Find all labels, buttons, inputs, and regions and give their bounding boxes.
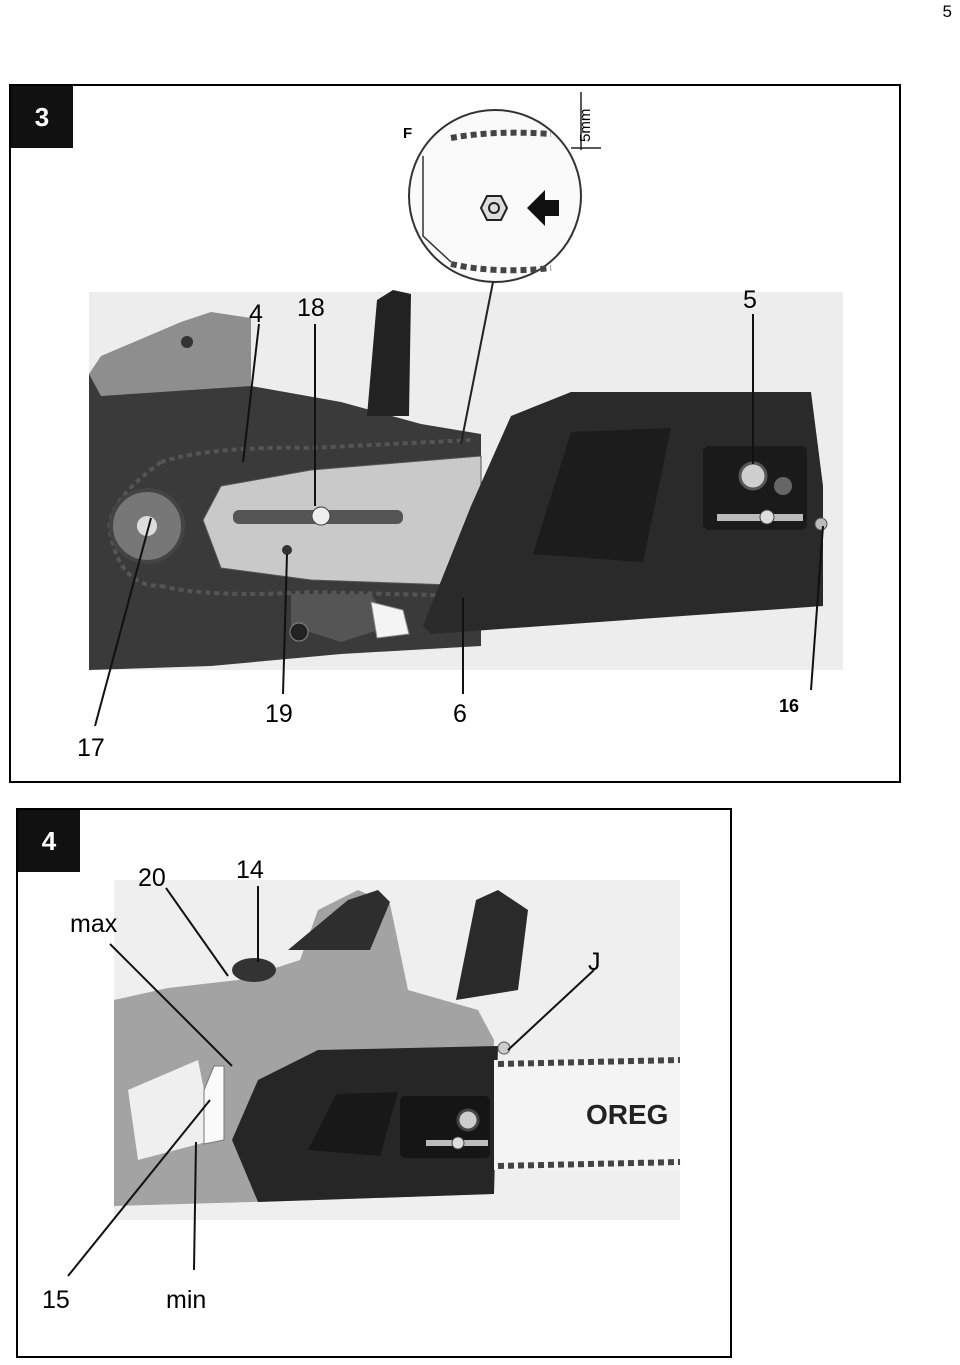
fig4-front-handle (456, 890, 528, 1000)
fig4-chain-tip-marker (497, 1041, 511, 1055)
fig4-tension-screw-head (451, 1136, 465, 1150)
fig4-callout-max: max (70, 910, 118, 938)
fig3-lower-guard (291, 594, 391, 642)
figure-3-badge: 3 (11, 86, 73, 148)
fig3-inset-nut-icon (479, 195, 509, 221)
fig4-chain-top (497, 1057, 681, 1067)
fig4-oil-cap (232, 958, 276, 982)
fig4-bar-brand: OREG (586, 1099, 668, 1130)
fig3-cover-recess (533, 428, 671, 562)
fig4-handle-cutout (128, 1060, 214, 1160)
fig3-inset-arrow-icon (527, 190, 559, 226)
figure-4-panel: OREG 20 14 max J 15 min 4 (16, 808, 732, 1358)
fig3-callout-17: 17 (77, 734, 105, 762)
fig3-tension-screw-head (759, 509, 775, 525)
fig3-callout-4: 4 (249, 300, 263, 328)
fig3-inset-bar-edge (422, 156, 452, 263)
fig3-inset-nut-hole (488, 202, 500, 214)
fig3-bar-hole (282, 545, 292, 555)
fig4-chain-bottom (497, 1159, 681, 1169)
fig4-callout-min: min (166, 1286, 206, 1314)
fig4-cover-recess (308, 1092, 398, 1156)
figure-4-illustration: OREG 20 14 max J 15 min (42, 856, 681, 1314)
fig3-inset-measure: 5mm (577, 109, 594, 142)
fig3-inset-letter: F (403, 125, 412, 142)
fig3-front-handle (367, 290, 411, 416)
fig4-guide-bar (494, 1060, 680, 1170)
fig4-fastening-nut (456, 1108, 480, 1132)
fig3-callout-16: 16 (779, 696, 799, 716)
fig3-inset-measure-line (571, 92, 601, 150)
fig3-callout-18: 18 (297, 294, 325, 322)
fig4-callout-j: J (588, 948, 601, 976)
fig4-callout-leaders (67, 886, 595, 1277)
fig3-saw-housing (89, 312, 251, 396)
fig3-callout-19: 19 (265, 700, 293, 728)
fig3-sprocket-hub (137, 516, 157, 536)
fig3-inset-detail: F 5mm (403, 92, 601, 283)
figure-3-panel: F 5mm 4 18 5 17 19 6 16 3 (9, 84, 901, 783)
figure-4-badge: 4 (18, 810, 80, 872)
fig4-oil-window (203, 1065, 225, 1145)
fig4-callout-14: 14 (236, 856, 264, 884)
fig3-housing-hole (181, 336, 193, 348)
fig4-top-grip (288, 890, 390, 950)
page-number: 5 (942, 2, 952, 21)
fig3-callout-leaders (94, 314, 824, 727)
fig3-tension-pin (311, 506, 331, 526)
fig4-callout-20: 20 (138, 864, 166, 892)
fig4-callout-15: 15 (42, 1286, 70, 1314)
fig3-inset-leader (460, 281, 494, 445)
fig3-nut-washer (774, 477, 792, 495)
fig3-lower-screw (289, 622, 309, 642)
figure-3-illustration: F 5mm 4 18 5 17 19 6 16 (77, 92, 843, 762)
fig3-callout-5: 5 (743, 286, 757, 314)
fig3-callout-6: 6 (453, 700, 467, 728)
fig3-fastening-nut (738, 461, 768, 491)
fig3-tension-screw (814, 517, 828, 531)
fig3-lower-tab (370, 601, 410, 639)
